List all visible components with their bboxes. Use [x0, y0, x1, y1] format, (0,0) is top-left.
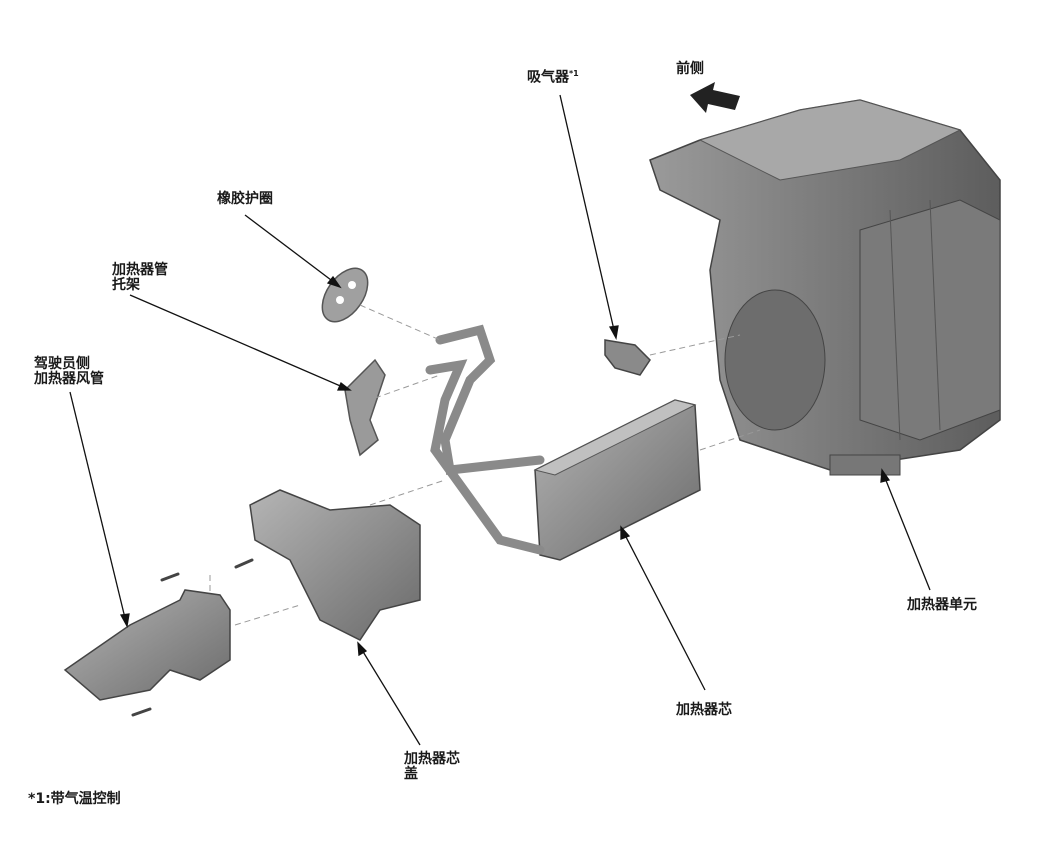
heater-core-cover	[249, 489, 421, 641]
leader-lines	[69, 94, 931, 746]
rubber-grommet	[321, 267, 369, 323]
front-arrow-icon	[690, 82, 740, 113]
label-heater-unit: 加热器单元	[907, 597, 977, 613]
label-rubber-grommet: 橡胶护圈	[217, 191, 273, 207]
pipe-bracket	[344, 358, 386, 457]
label-core-cover: 加热器芯盖	[404, 751, 460, 782]
footnote: *1:带气温控制	[28, 791, 121, 807]
label-front: 前侧	[676, 61, 704, 77]
heater-core	[425, 324, 701, 561]
aspirator	[604, 339, 651, 376]
label-driver-duct: 驾驶员侧加热器风管	[34, 356, 104, 387]
label-aspirator: 吸气器*1	[527, 69, 579, 86]
label-pipe-bracket: 加热器管托架	[112, 262, 168, 293]
alignment-lines	[209, 304, 761, 626]
heater-unit	[649, 99, 1001, 476]
label-heater-core: 加热器芯	[676, 702, 732, 718]
screws	[131, 558, 254, 717]
driver-side-heater-duct	[63, 589, 231, 701]
